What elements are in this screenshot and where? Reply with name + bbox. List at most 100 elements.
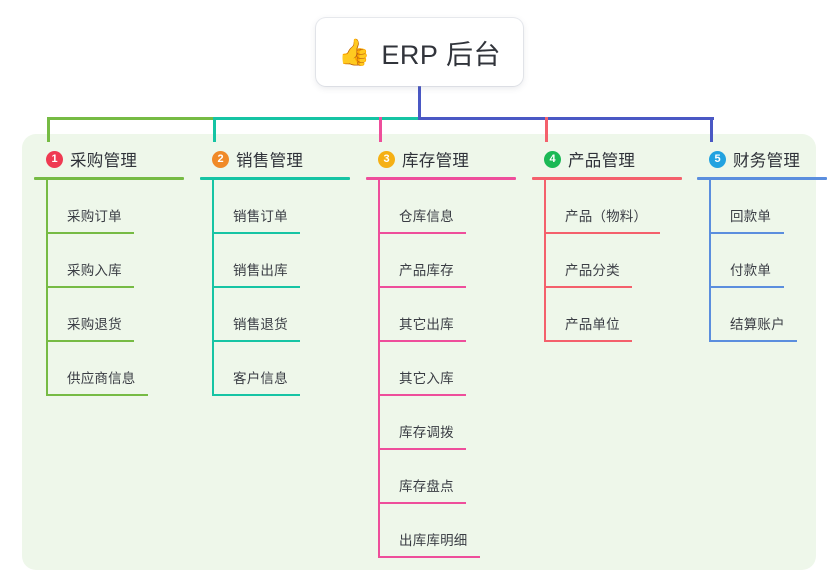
- column-4: 4 产品管理产品（物料） 产品分类产品单位: [532, 146, 682, 342]
- column-badge-5: 5: [709, 150, 726, 168]
- leaf-item-label: 其它入库: [399, 371, 454, 386]
- background-panel: [22, 134, 816, 570]
- root-stem-connector: [418, 86, 421, 120]
- column-badge-4: 4: [544, 150, 561, 168]
- leaf-item[interactable]: 其它出库: [366, 288, 516, 342]
- leaf-item-label: 采购订单: [67, 209, 122, 224]
- leaf-item-underline: [378, 340, 466, 342]
- leaf-item-label: 库存盘点: [399, 479, 454, 494]
- leaf-item-underline: [709, 232, 784, 234]
- leaf-item-underline: [212, 340, 300, 342]
- leaf-item[interactable]: 销售订单: [200, 180, 350, 234]
- leaf-item[interactable]: 仓库信息: [366, 180, 516, 234]
- leaf-item-label: 库存调拨: [399, 425, 454, 440]
- leaf-item-underline: [46, 286, 134, 288]
- leaf-item-label: 其它出库: [399, 317, 454, 332]
- leaf-item-label: 产品库存: [399, 263, 454, 278]
- column-rule-5: [697, 177, 827, 180]
- leaf-item-underline: [212, 232, 300, 234]
- leaf-item-label: 销售出库: [233, 263, 288, 278]
- column-rule-1: [34, 177, 184, 180]
- column-rule-4: [532, 177, 682, 180]
- column-badge-1: 1: [46, 150, 63, 168]
- leaf-item[interactable]: 销售退货: [200, 288, 350, 342]
- column-title-5: 财务管理: [733, 152, 801, 170]
- column-header-2[interactable]: 2 销售管理: [200, 146, 350, 172]
- column-header-5[interactable]: 5 财务管理: [697, 146, 827, 172]
- leaf-item-label: 销售订单: [233, 209, 288, 224]
- leaf-item-underline: [709, 286, 784, 288]
- drop-connector-4: [545, 117, 548, 142]
- leaf-item-label: 产品（物料）: [565, 209, 648, 224]
- bus-segment-blue: [418, 117, 714, 120]
- leaf-item-label: 采购入库: [67, 263, 122, 278]
- leaf-item-underline: [544, 340, 632, 342]
- leaf-item-underline: [378, 502, 466, 504]
- leaf-item[interactable]: 回款单: [697, 180, 827, 234]
- leaf-item[interactable]: 采购退货: [34, 288, 184, 342]
- column-items-4: 产品（物料） 产品分类产品单位: [532, 180, 682, 342]
- leaf-item-underline: [544, 286, 632, 288]
- leaf-item-underline: [378, 286, 466, 288]
- leaf-item-underline: [709, 340, 797, 342]
- column-spine-5: [709, 180, 711, 342]
- leaf-item[interactable]: 产品分类: [532, 234, 682, 288]
- column-items-2: 销售订单销售出库销售退货客户信息: [200, 180, 350, 396]
- leaf-item-underline: [378, 394, 466, 396]
- column-spine-3: [378, 180, 380, 558]
- leaf-item-underline: [378, 232, 466, 234]
- column-spine-2: [212, 180, 214, 396]
- column-rule-3: [366, 177, 516, 180]
- column-2: 2 销售管理销售订单销售出库销售退货客户信息: [200, 146, 350, 396]
- leaf-item[interactable]: 库存盘点: [366, 450, 516, 504]
- leaf-item[interactable]: 结算账户: [697, 288, 827, 342]
- leaf-item-underline: [46, 232, 134, 234]
- drop-connector-2: [213, 117, 216, 142]
- leaf-item-underline: [46, 394, 148, 396]
- leaf-item-label: 回款单: [730, 209, 772, 224]
- leaf-item-label: 产品单位: [565, 317, 620, 332]
- leaf-item-underline: [46, 340, 134, 342]
- column-items-1: 采购订单采购入库采购退货供应商信息: [34, 180, 184, 396]
- column-5: 5 财务管理回款单付款单结算账户: [697, 146, 827, 342]
- leaf-item-underline: [544, 232, 660, 234]
- column-items-5: 回款单付款单结算账户: [697, 180, 827, 342]
- leaf-item[interactable]: 付款单: [697, 234, 827, 288]
- leaf-item[interactable]: 库存调拨: [366, 396, 516, 450]
- leaf-item[interactable]: 客户信息: [200, 342, 350, 396]
- leaf-item-label: 产品分类: [565, 263, 620, 278]
- bus-segment-teal: [214, 117, 421, 120]
- leaf-item-label: 采购退货: [67, 317, 122, 332]
- leaf-item[interactable]: 产品（物料）: [532, 180, 682, 234]
- leaf-item[interactable]: 其它入库: [366, 342, 516, 396]
- column-spine-1: [46, 180, 48, 396]
- column-title-4: 产品管理: [568, 152, 636, 170]
- leaf-item[interactable]: 采购订单: [34, 180, 184, 234]
- column-header-3[interactable]: 3 库存管理: [366, 146, 516, 172]
- leaf-item-underline: [212, 394, 300, 396]
- column-rule-2: [200, 177, 350, 180]
- leaf-item-underline: [378, 556, 480, 558]
- column-badge-3: 3: [378, 150, 395, 168]
- column-title-2: 销售管理: [236, 152, 304, 170]
- leaf-item-label: 销售退货: [233, 317, 288, 332]
- leaf-item[interactable]: 销售出库: [200, 234, 350, 288]
- bus-segment-green: [48, 117, 214, 120]
- leaf-item[interactable]: 产品库存: [366, 234, 516, 288]
- leaf-item-underline: [212, 286, 300, 288]
- root-node[interactable]: 👍 ERP 后台: [316, 18, 523, 86]
- leaf-item[interactable]: 出库库明细: [366, 504, 516, 558]
- column-spine-4: [544, 180, 546, 342]
- root-title: ERP 后台: [381, 39, 501, 70]
- column-header-4[interactable]: 4 产品管理: [532, 146, 682, 172]
- column-badge-2: 2: [212, 150, 229, 168]
- leaf-item[interactable]: 采购入库: [34, 234, 184, 288]
- leaf-item[interactable]: 供应商信息: [34, 342, 184, 396]
- leaf-item-underline: [378, 448, 466, 450]
- leaf-item[interactable]: 产品单位: [532, 288, 682, 342]
- leaf-item-label: 仓库信息: [399, 209, 454, 224]
- column-title-3: 库存管理: [402, 152, 470, 170]
